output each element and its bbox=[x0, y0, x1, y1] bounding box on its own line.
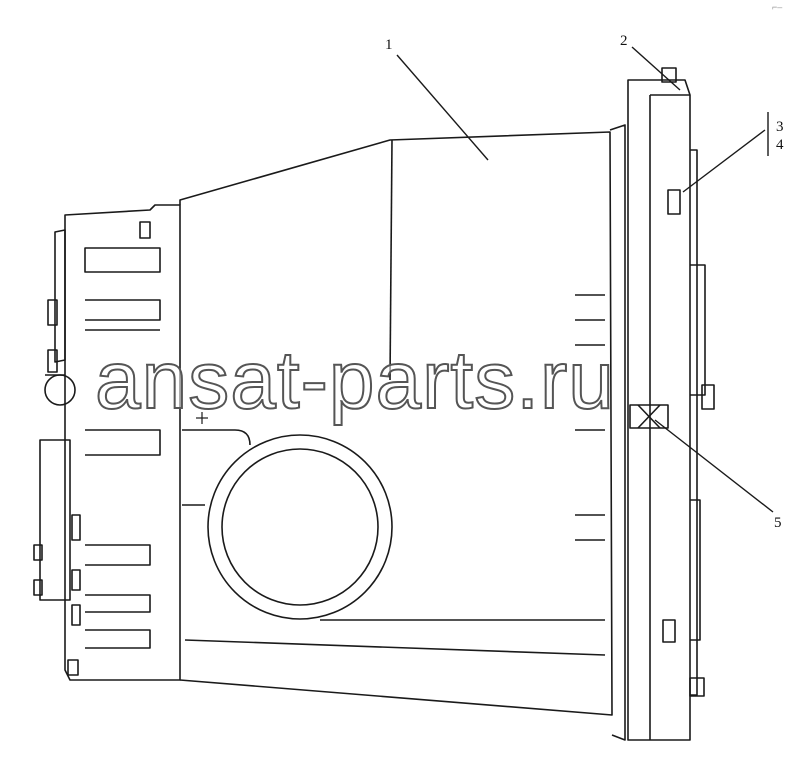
leader-line-2 bbox=[631, 46, 681, 91]
leader-lines bbox=[396, 46, 774, 513]
callout-label-1: 1 bbox=[385, 37, 393, 53]
callout-label-4: 4 bbox=[776, 137, 784, 153]
leader-line-5 bbox=[654, 419, 774, 513]
bolts bbox=[661, 67, 715, 697]
leader-line-3-4 bbox=[682, 129, 766, 193]
main-housing-body bbox=[179, 131, 613, 716]
callout-label-3: 3 bbox=[776, 119, 784, 135]
corner-mark: ⌐– bbox=[772, 2, 783, 12]
left-end-plate bbox=[33, 204, 181, 681]
callout-label-5: 5 bbox=[774, 515, 782, 531]
cross-mark bbox=[196, 412, 208, 424]
callout-label-2: 2 bbox=[620, 33, 628, 49]
leader-line-1 bbox=[396, 54, 489, 161]
flange-plate bbox=[609, 79, 706, 741]
